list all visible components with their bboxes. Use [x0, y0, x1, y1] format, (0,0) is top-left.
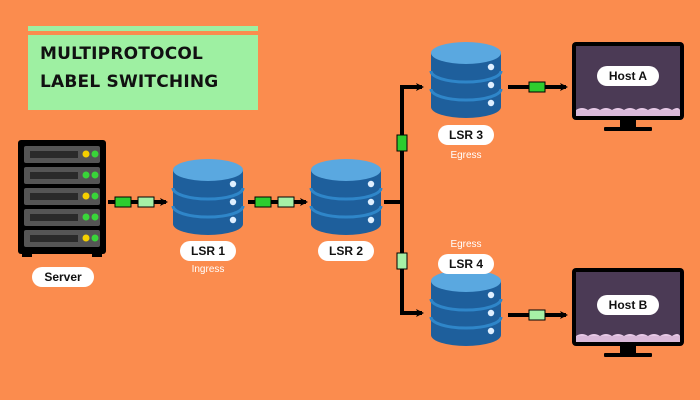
title-banner: MULTIPROTOCOL LABEL SWITCHING	[28, 26, 258, 110]
packet-vert-upper	[396, 134, 408, 152]
title-background	[28, 35, 258, 110]
packet-dark-1	[114, 196, 132, 208]
lsr2-database-icon	[309, 159, 383, 235]
hostA-label: Host A	[597, 66, 659, 86]
packet-vert-lower	[396, 252, 408, 270]
server-label: Server	[32, 267, 94, 287]
hostA-monitor-icon	[572, 42, 684, 131]
hostB-label: Host B	[597, 295, 659, 315]
title-accent-line	[28, 26, 258, 31]
lsr3-label: LSR 3	[438, 125, 494, 145]
lsr2-label: LSR 2	[318, 241, 374, 261]
packet-light-1	[137, 196, 155, 208]
packet-dark-2	[254, 196, 272, 208]
lsr3-database-icon	[429, 42, 503, 118]
title-line-2: LABEL SWITCHING	[40, 72, 219, 92]
packet-hostA	[528, 81, 546, 93]
server-icon	[18, 140, 106, 257]
lsr1-database-icon	[171, 159, 245, 235]
lsr1-label: LSR 1	[180, 241, 236, 261]
lsr4-role: Egress	[450, 239, 482, 250]
diagram-title: MULTIPROTOCOL LABEL SWITCHING	[40, 40, 218, 96]
lsr4-database-icon	[429, 270, 503, 346]
title-line-1: MULTIPROTOCOL	[40, 44, 204, 64]
label-packets	[114, 81, 546, 321]
link-lsr2-lsr4	[400, 202, 424, 317]
lsr3-role: Egress	[450, 150, 482, 161]
lsr4-label: LSR 4	[438, 254, 494, 274]
lsr1-role: Ingress	[191, 264, 225, 275]
packet-light-2	[277, 196, 295, 208]
packet-hostB	[528, 309, 546, 321]
hostB-monitor-icon	[572, 268, 684, 357]
